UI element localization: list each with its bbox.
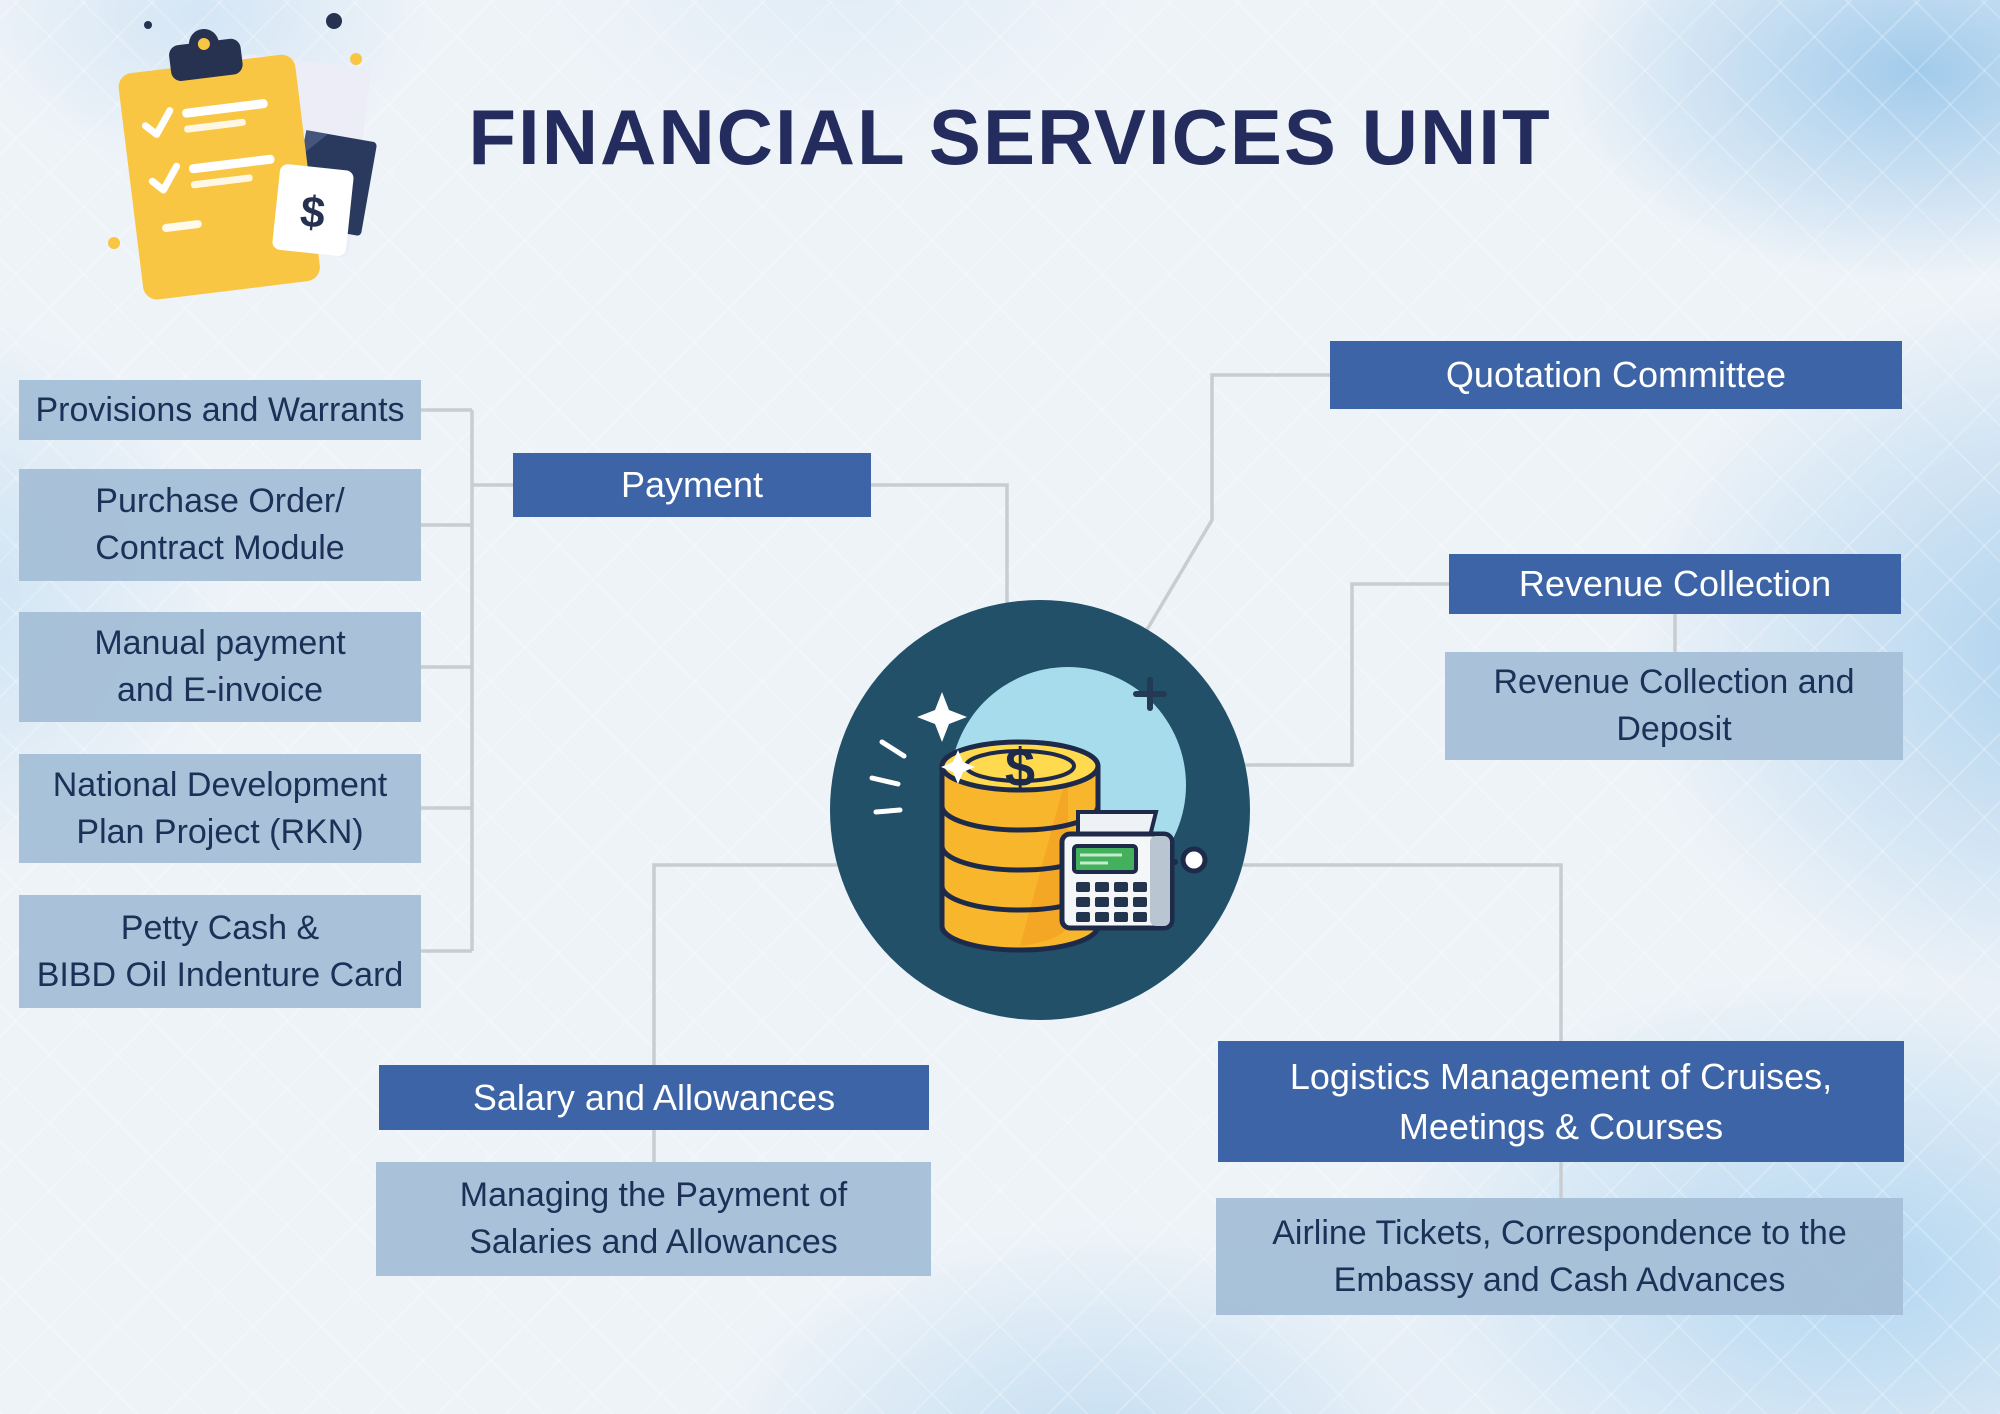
node-label-line: Salary and Allowances	[472, 1076, 836, 1118]
node-national-development-plan-project: National Development Plan Project (RKN)	[19, 754, 421, 863]
node-label-line: Petty Cash &	[120, 908, 320, 947]
node-label-line: Deposit	[1616, 710, 1732, 748]
node-label-line: Revenue Collection	[1518, 563, 1832, 605]
node-label-line: Contract Module	[95, 529, 345, 567]
node-logistics-management: Logistics Management of Cruises, Meeting…	[1218, 1041, 1904, 1162]
node-label-line: Salaries and Allowances	[469, 1223, 838, 1261]
node-petty-cash-bibd-oil-indenture-card: Petty Cash & BIBD Oil Indenture Card	[19, 895, 421, 1008]
node-label-line: Airline Tickets, Correspondence to the	[1272, 1213, 1847, 1252]
node-label-line: Meetings & Courses	[1398, 1105, 1724, 1147]
node-label-line: Manual payment	[94, 624, 346, 663]
node-label-line: National Development	[52, 765, 388, 804]
node-label-line: Plan Project (RKN)	[76, 812, 364, 851]
node-label-line: Revenue Collection and	[1493, 663, 1855, 702]
coins-and-calculator-icon: $	[830, 600, 1250, 1020]
svg-text:$: $	[298, 187, 327, 238]
node-label-line: Quotation Committee	[1445, 354, 1787, 396]
svg-text:$: $	[1005, 738, 1035, 798]
node-payment: Payment	[513, 453, 871, 517]
node-label-line: BIBD Oil Indenture Card	[36, 955, 404, 994]
node-label-line: Logistics Management of Cruises,	[1289, 1055, 1833, 1097]
node-purchase-order-contract-module: Purchase Order/ Contract Module	[19, 469, 421, 581]
node-label-line: Embassy and Cash Advances	[1333, 1260, 1786, 1299]
node-label-line: Payment	[620, 464, 764, 506]
node-label-line: Managing the Payment of	[459, 1176, 848, 1215]
node-managing-payment-salaries: Managing the Payment of Salaries and All…	[376, 1162, 931, 1276]
node-provisions-and-warrants: Provisions and Warrants	[19, 380, 421, 440]
clipboard-checklist-icon: $	[90, 5, 390, 315]
node-quotation-committee: Quotation Committee	[1330, 341, 1902, 409]
node-airline-tickets-correspondence: Airline Tickets, Correspondence to the E…	[1216, 1198, 1903, 1315]
node-label-line: and E-invoice	[116, 671, 323, 709]
node-salary-and-allowances: Salary and Allowances	[379, 1065, 929, 1130]
node-revenue-collection-and-deposit: Revenue Collection and Deposit	[1445, 652, 1903, 760]
node-revenue-collection: Revenue Collection	[1449, 554, 1901, 614]
node-label-line: Provisions and Warrants	[35, 390, 405, 429]
node-label-line: Purchase Order/	[95, 482, 345, 521]
node-manual-payment-e-invoice: Manual payment and E-invoice	[19, 612, 421, 722]
page-title: FINANCIAL SERVICES UNIT	[468, 93, 1552, 181]
